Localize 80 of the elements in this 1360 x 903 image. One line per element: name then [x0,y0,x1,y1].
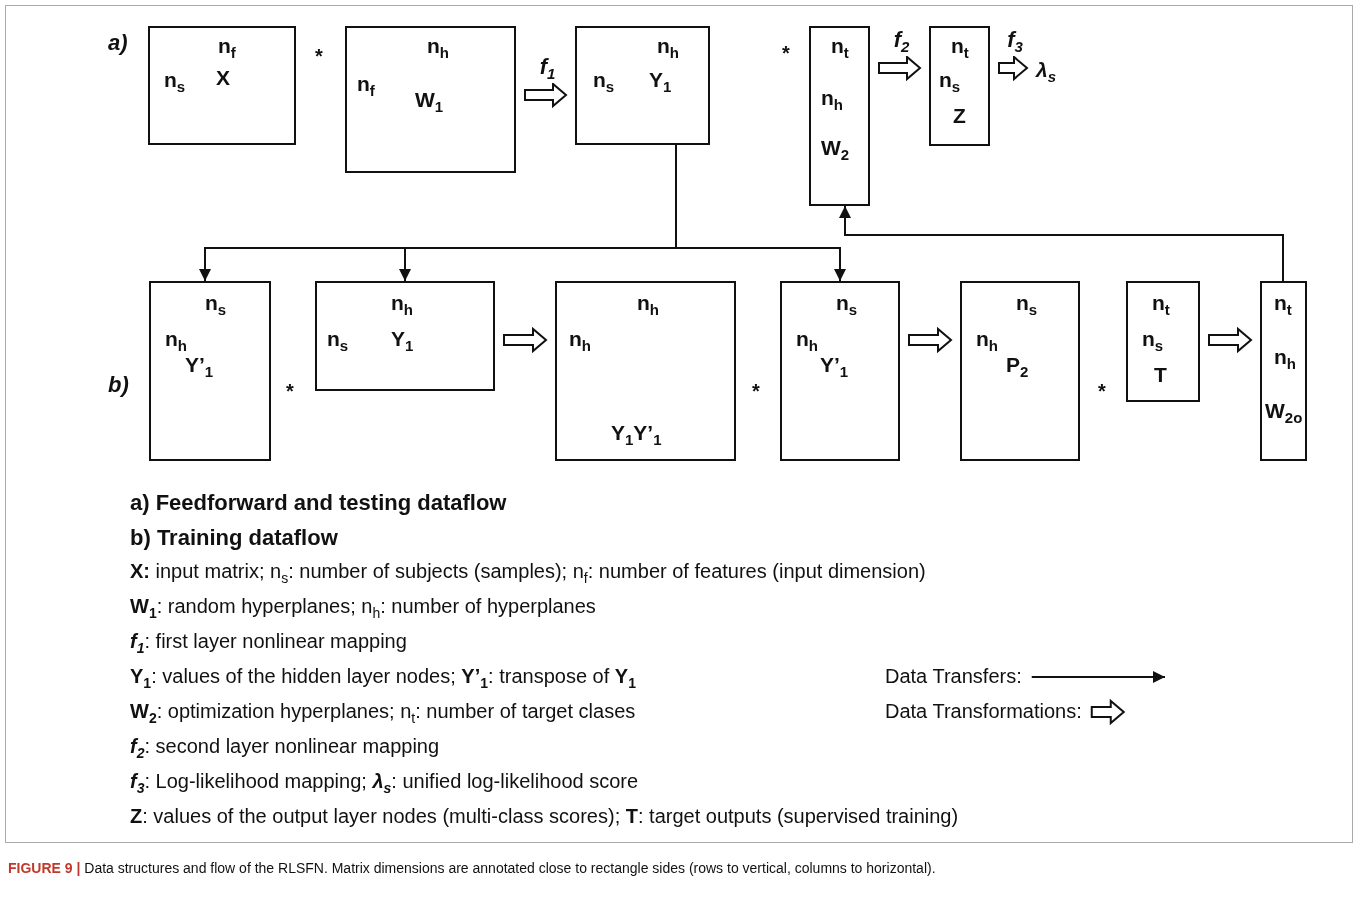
matrix-name: Y$_{1}$Y’$_{1}$ [611,421,662,449]
matrix-box [1260,281,1307,461]
matrix-box [149,281,271,461]
matrix-box [555,281,736,461]
matrix-box [929,26,990,146]
dimension-label: n$_{t}$ [1152,291,1170,319]
edge-label: f$_{3}$ [1007,28,1023,56]
matrix-name: P$_{2}$ [1006,353,1029,381]
matrix-box [1126,281,1200,402]
legend-label: Data Transformations: [885,700,1082,723]
matrix-name: W$_{2o}$ [1265,399,1303,427]
dimension-label: n$_{s}$ [939,68,961,96]
heading: a) Feedforward and testing dataflow [130,490,507,516]
definition-text: Z: values of the output layer nodes (multi-class scores); T: target outputs (supervised training) [130,805,959,828]
dimension-label: n$_{h}$ [569,327,591,355]
dimension-label: n$_{s}$ [1016,291,1038,319]
matrix-name: Z [953,104,966,128]
dimension-label: n$_{h}$ [796,327,818,355]
dimension-label: n$_{h}$ [165,327,187,355]
dimension-label: n$_{h}$ [391,291,413,319]
multiply-sign: * [752,380,760,403]
data-transfer-arrow [675,144,846,282]
matrix-box [345,26,516,173]
matrix-name: Y$_{1}$ [391,327,414,355]
transformation-arrow [878,54,922,82]
multiply-sign: * [782,42,790,65]
definition-text: X: input matrix; n$_{s}$: number of subjects (samples); n$_{f}$: number of features (input dimension) [130,560,926,587]
dimension-label: n$_{s}$ [327,327,349,355]
matrix-box [575,26,710,145]
matrix-name: W$_{1}$ [415,88,444,116]
transformation-arrow [524,81,568,109]
dimension-label: n$_{s}$ [1142,327,1164,355]
output-score-label: λ$_{s}$ [1036,58,1057,86]
definition-text: W$_{1}$: random hyperplanes; n$_{h}$: number of hyperplanes [130,595,596,622]
dimension-label: n$_{t}$ [1274,291,1292,319]
matrix-name: T [1154,363,1167,387]
edge-label: f$_{2}$ [893,28,910,56]
dimension-label: n$_{s}$ [205,291,227,319]
transformation-arrow [503,326,548,354]
dimension-label: n$_{f}$ [218,34,236,62]
legend-label: Data Transfers: [885,665,1022,688]
heading: b) Training dataflow [130,525,338,551]
matrix-name: W$_{2}$ [821,136,850,164]
matrix-box [315,281,495,391]
dimension-label: n$_{h}$ [657,34,679,62]
matrix-name: Y’$_{1}$ [185,353,214,381]
multiply-sign: * [1098,380,1106,403]
dimension-label: n$_{h}$ [637,291,659,319]
transformation-arrow [908,326,953,354]
matrix-name: Y$_{1}$ [649,68,672,96]
transformation-arrow [998,54,1029,82]
multiply-sign: * [315,45,323,68]
dimension-label: n$_{s}$ [164,68,186,96]
matrix-name: X [216,66,230,90]
definition-text: f$_{2}$: second layer nonlinear mapping [130,735,440,762]
dimension-label: n$_{h}$ [976,327,998,355]
dimension-label: n$_{s}$ [836,291,858,319]
edge-label: f$_{1}$ [539,55,556,83]
matrix-box [780,281,900,461]
panel-label: a) [108,30,128,56]
dimension-label: n$_{h}$ [427,34,449,62]
definition-text: f$_{3}$: Log-likelihood mapping; λ$_{s}$: unified log-likelihood score [130,770,639,797]
definition-text: W$_{2}$: optimization hyperplanes; n$_{t}$: number of target clases [130,700,636,727]
transformation-arrow [1208,326,1253,354]
panel-label: b) [108,372,129,398]
matrix-box [809,26,870,206]
figure-caption: FIGURE 9 | Data structures and flow of the RLSFN. Matrix dimensions are annotated close to rectangle sides (rows to vertical, columns to horizontal). [8,860,936,876]
dimension-label: n$_{h}$ [1274,345,1296,373]
data-transfer-arrow [839,205,1284,282]
multiply-sign: * [286,380,294,403]
matrix-box [960,281,1080,461]
dimension-label: n$_{f}$ [357,72,375,100]
definition-text: Y$_{1}$: values of the hidden layer nodes; Y’$_{1}$: transpose of Y$_{1}$ [130,665,636,692]
definition-text: f$_{1}$: first layer nonlinear mapping [130,630,407,657]
matrix-name: Y’$_{1}$ [820,353,849,381]
dimension-label: n$_{t}$ [831,34,849,62]
dimension-label: n$_{h}$ [821,86,843,114]
matrix-box [148,26,296,145]
dimension-label: n$_{t}$ [951,34,969,62]
dimension-label: n$_{s}$ [593,68,615,96]
